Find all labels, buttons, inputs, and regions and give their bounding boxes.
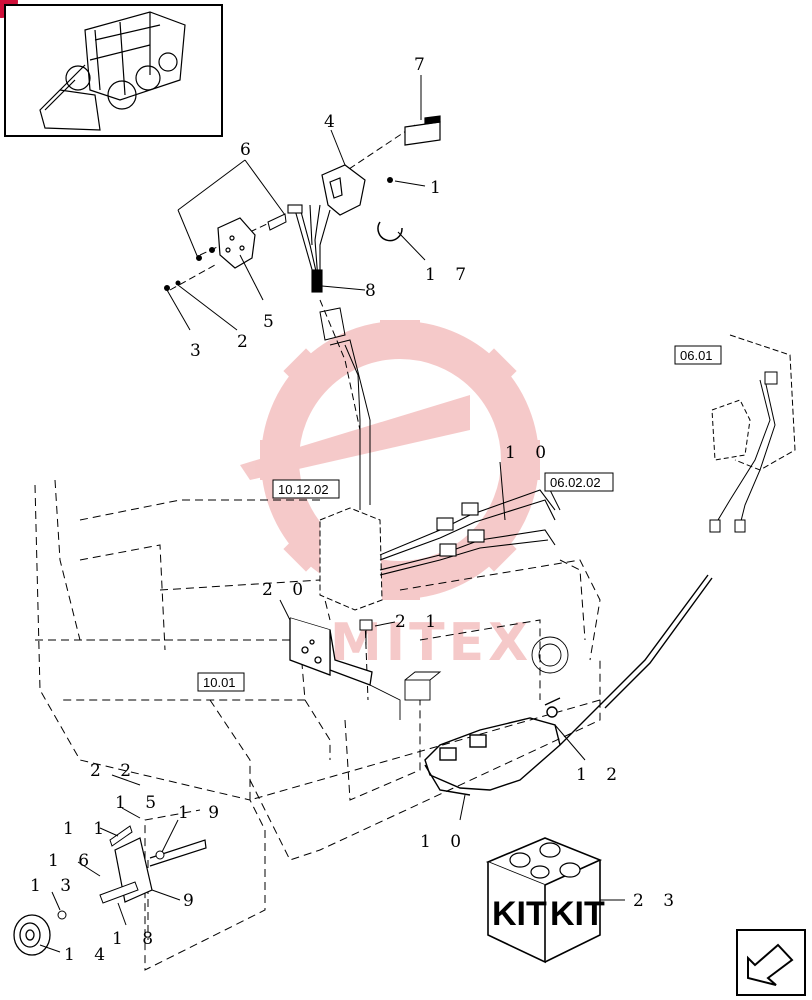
callout-13: 1 3	[30, 876, 78, 896]
callout-11: 1 1	[63, 819, 111, 839]
chassis-outline	[34, 479, 601, 971]
part-18-clip	[99, 881, 139, 904]
callout-8: 8	[365, 281, 383, 301]
callout-22: 2 2	[90, 761, 138, 781]
callout-6: 6	[240, 140, 258, 160]
callout-3: 3	[190, 341, 208, 361]
callout-12: 1 2	[576, 765, 624, 785]
part-8-harness	[287, 204, 331, 293]
next-page-button[interactable]	[736, 929, 806, 996]
callout-10-lower: 1 0	[420, 832, 468, 852]
ref-10-12-02[interactable]: 10.12.02	[272, 479, 340, 499]
part-6-screws	[196, 213, 287, 261]
part-21-bolt	[359, 619, 373, 645]
callout-20: 2 0	[262, 580, 310, 600]
ref-06-02-02-label: 06.02.02	[550, 475, 601, 490]
part-3-nut	[164, 285, 170, 291]
machine-thumbnail	[4, 4, 223, 137]
callout-16: 1 6	[48, 851, 96, 871]
callout-15: 1 5	[115, 793, 163, 813]
right-harness-detail	[709, 334, 796, 533]
part-1-screw	[387, 177, 393, 183]
part-2-washer	[175, 280, 181, 286]
arrow-icon	[747, 943, 794, 986]
part-14-horn	[13, 914, 51, 956]
ref-06-01-label: 06.01	[680, 348, 713, 363]
part-4-switch-housing	[321, 164, 366, 216]
callout-21: 2 1	[395, 612, 443, 632]
callout-10-upper: 1 0	[505, 443, 553, 463]
callout-7: 7	[414, 55, 432, 75]
callout-23: 2 3	[633, 891, 681, 911]
part-15-clip	[109, 825, 133, 847]
part-20-bracket	[289, 617, 373, 686]
callout-9: 9	[183, 891, 201, 911]
callout-5: 5	[263, 312, 281, 332]
part-7-relay	[404, 115, 441, 146]
chassis-detail	[359, 636, 569, 720]
main-cable	[319, 307, 371, 510]
ref-10-01[interactable]: 10.01	[197, 672, 245, 692]
connector-block	[319, 507, 383, 611]
part-19-screw	[155, 850, 165, 860]
ref-06-01[interactable]: 06.01	[674, 345, 722, 365]
part-13-nut	[57, 910, 67, 920]
kit-label-left: KIT	[492, 895, 547, 933]
part-23-kit-box: KIT KIT	[485, 837, 605, 964]
callout-17: 1 7	[425, 265, 473, 285]
ref-10-01-label: 10.01	[203, 675, 236, 690]
harness-10-lower	[424, 574, 713, 796]
callout-18: 1 8	[112, 929, 160, 949]
callout-4: 4	[324, 112, 342, 132]
part-17-clip	[377, 221, 403, 242]
ref-10-12-02-label: 10.12.02	[278, 482, 329, 497]
callout-2: 2	[237, 332, 255, 352]
leader-lines	[39, 75, 625, 953]
skid-steer-loader-icon	[39, 11, 186, 131]
ref-06-02-02[interactable]: 06.02.02	[544, 472, 614, 492]
part-5-switch-plate	[217, 217, 256, 269]
watermark-gear: MITEX	[240, 320, 540, 673]
harness-10-upper	[379, 489, 556, 576]
callout-1: 1	[430, 178, 448, 198]
kit-label-right: KIT	[550, 895, 605, 933]
callout-14: 1 4	[64, 945, 112, 965]
callout-19: 1 9	[178, 803, 226, 823]
